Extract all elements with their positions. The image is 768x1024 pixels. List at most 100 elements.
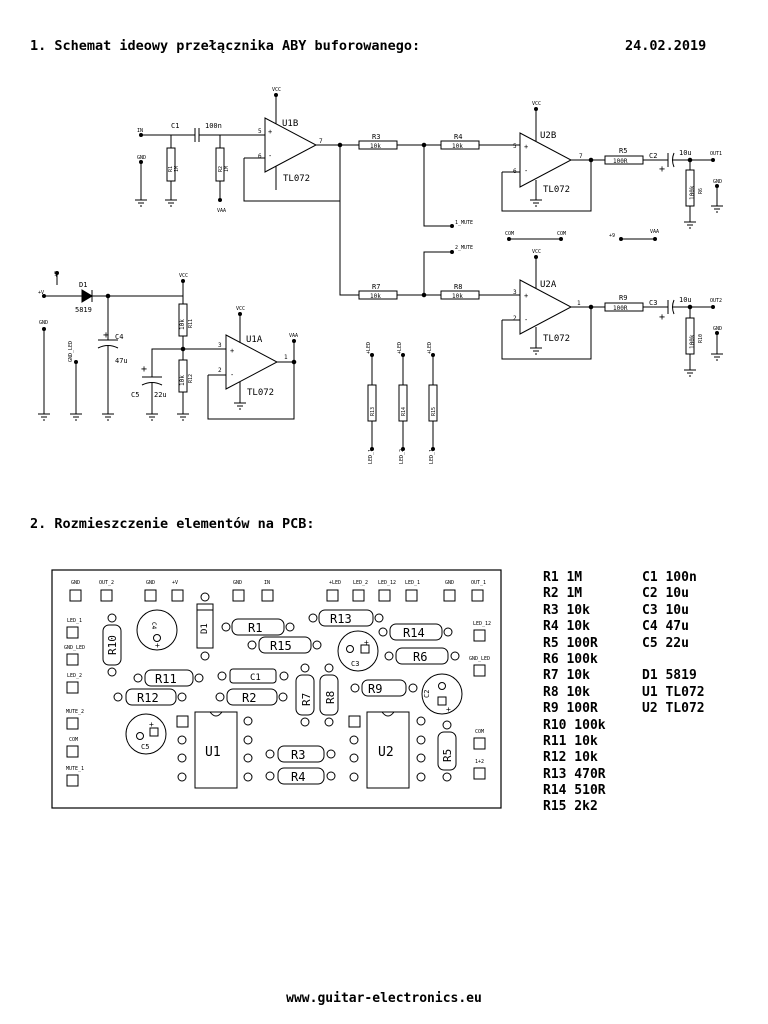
- pcb-resistor-r4: R4: [265, 767, 336, 785]
- bom-item: [642, 652, 705, 668]
- svg-text:COM: COM: [557, 231, 566, 237]
- gnd-net-label: GND: [711, 179, 723, 213]
- pcb-top-pads: GND OUT_2 GND +V GND IN +LED LED_2 LED_1…: [69, 580, 486, 602]
- svg-text:+: +: [659, 164, 665, 175]
- svg-text:10u: 10u: [679, 296, 692, 304]
- svg-text:100k: 100k: [689, 334, 696, 349]
- svg-text:+: +: [446, 705, 451, 714]
- bom-item: C5 22u: [642, 635, 689, 651]
- capacitor-c5: + C5 22u: [131, 364, 167, 421]
- svg-text:6: 6: [258, 153, 262, 160]
- svg-text:VAA: VAA: [289, 333, 298, 339]
- schematic-diagram: IN R1 1M GND C1 100n VAA R2 1M: [38, 87, 723, 464]
- svg-text:R8: R8: [454, 283, 462, 291]
- svg-text:3: 3: [218, 342, 222, 349]
- svg-text:R10: R10: [698, 334, 704, 343]
- bom-item: C1 100n: [642, 570, 697, 585]
- svg-text:U2A: U2A: [540, 280, 557, 290]
- pcb-pad: [171, 589, 184, 602]
- pad-label: LED_12: [378, 580, 396, 586]
- svg-text:5819: 5819: [75, 306, 92, 314]
- svg-text:10k: 10k: [370, 293, 381, 300]
- svg-text:2: 2: [218, 367, 222, 374]
- pcb-pad: [261, 589, 274, 602]
- pad-label: GND: [71, 580, 80, 586]
- pad-label: MUTE_2: [66, 709, 84, 715]
- svg-text:R2: R2: [242, 691, 256, 705]
- svg-text:R11: R11: [188, 319, 194, 328]
- pad-label: COM: [475, 729, 484, 735]
- bom-item: R14 510R: [543, 783, 606, 799]
- pcb-pad: [443, 589, 456, 602]
- schematic-title: 1. Schemat ideowy przełącznika ABY bufor…: [30, 38, 421, 54]
- svg-text:R9: R9: [619, 294, 627, 302]
- pcb-diode-d1: D1: [196, 592, 214, 661]
- svg-text:+9: +9: [609, 233, 615, 239]
- pad-label: OUT_1: [471, 580, 486, 586]
- svg-text:GND: GND: [39, 320, 48, 326]
- svg-text:COM: COM: [505, 231, 514, 237]
- svg-text:+: +: [141, 364, 147, 375]
- pad-label: LED_2: [353, 580, 368, 586]
- pcb-title: 2. Rozmieszczenie elementów na PCB:: [30, 516, 315, 532]
- svg-text:R10: R10: [106, 635, 119, 655]
- svg-text:+: +: [364, 638, 369, 647]
- pad-label: +V: [172, 580, 178, 586]
- resistor-r15: +LED R15 LED_1: [427, 342, 438, 464]
- svg-text:LED_1: LED_1: [368, 449, 374, 464]
- svg-text:U1: U1: [205, 745, 221, 760]
- capacitor-c1: C1 100n: [171, 122, 258, 142]
- pcb-left-pads: LED_1 GND_LED LED_2 MUTE_2 COM MUTE_1: [64, 618, 85, 787]
- svg-text:R14: R14: [401, 407, 407, 416]
- pcb-resistor-r15: R15: [247, 636, 322, 654]
- pad-label: LED_2: [67, 673, 82, 679]
- bom-item: C3 10u: [642, 602, 689, 618]
- gnd-symbol: [165, 199, 177, 207]
- bom-item: C4 47u: [642, 619, 689, 635]
- pcb-pad: [352, 589, 365, 602]
- svg-text:VAA: VAA: [650, 229, 659, 235]
- capacitor-c4: + C4 47u: [97, 296, 128, 421]
- bom-other-parts: C1 100n C2 10u C3 10u C4 47u C5 22u D1 5…: [642, 570, 705, 718]
- pcb-resistor-r14: R14: [378, 623, 453, 641]
- svg-text:1: 1: [577, 300, 581, 307]
- pcb-resistor-r9: R9: [350, 679, 418, 697]
- svg-text:R12: R12: [188, 374, 194, 383]
- pad-label: LED_1: [405, 580, 420, 586]
- pad-label: GND_LED: [64, 645, 85, 651]
- svg-text:R6: R6: [698, 188, 704, 194]
- svg-text:R7: R7: [300, 693, 313, 706]
- svg-text:GND: GND: [713, 326, 722, 332]
- pad-label: LED_1: [67, 618, 82, 624]
- svg-text:OUT2: OUT2: [710, 298, 722, 304]
- pcb-pad: [66, 681, 79, 694]
- svg-text:VAA: VAA: [217, 208, 226, 214]
- svg-text:22u: 22u: [154, 391, 167, 399]
- svg-text:TL072: TL072: [543, 185, 570, 195]
- svg-text:C3: C3: [649, 299, 657, 307]
- svg-text:+: +: [155, 641, 160, 650]
- input-jack-in: IN: [137, 128, 195, 137]
- svg-text:R2: R2: [218, 166, 224, 172]
- pcb-resistor-r11: R11: [133, 669, 204, 687]
- svg-text:R8: R8: [324, 691, 337, 704]
- bom-item: R8 10k: [543, 684, 590, 700]
- svg-text:C2: C2: [649, 152, 657, 160]
- svg-text:+: +: [524, 143, 528, 151]
- svg-text:10k: 10k: [179, 375, 186, 386]
- bom-item: R15 2k2: [543, 799, 598, 815]
- svg-text:R3: R3: [372, 133, 380, 141]
- svg-text:1M: 1M: [174, 166, 180, 172]
- svg-text:R15: R15: [270, 639, 292, 653]
- svg-text:2: 2: [513, 315, 517, 322]
- svg-text:R4: R4: [454, 133, 462, 141]
- svg-text:7: 7: [579, 153, 583, 160]
- gnd-net-label: GND: [38, 320, 50, 421]
- svg-text:TL072: TL072: [247, 388, 274, 398]
- svg-text:C1: C1: [171, 122, 179, 130]
- bom-resistors: R1 1M R2 1M R3 10k R4 10k R5 100R R6 100…: [543, 570, 606, 816]
- pcb-resistor-r1: R1: [221, 618, 295, 636]
- pcb-pad: [66, 774, 79, 787]
- svg-text:10k: 10k: [452, 143, 463, 150]
- pcb-pad: [66, 653, 79, 666]
